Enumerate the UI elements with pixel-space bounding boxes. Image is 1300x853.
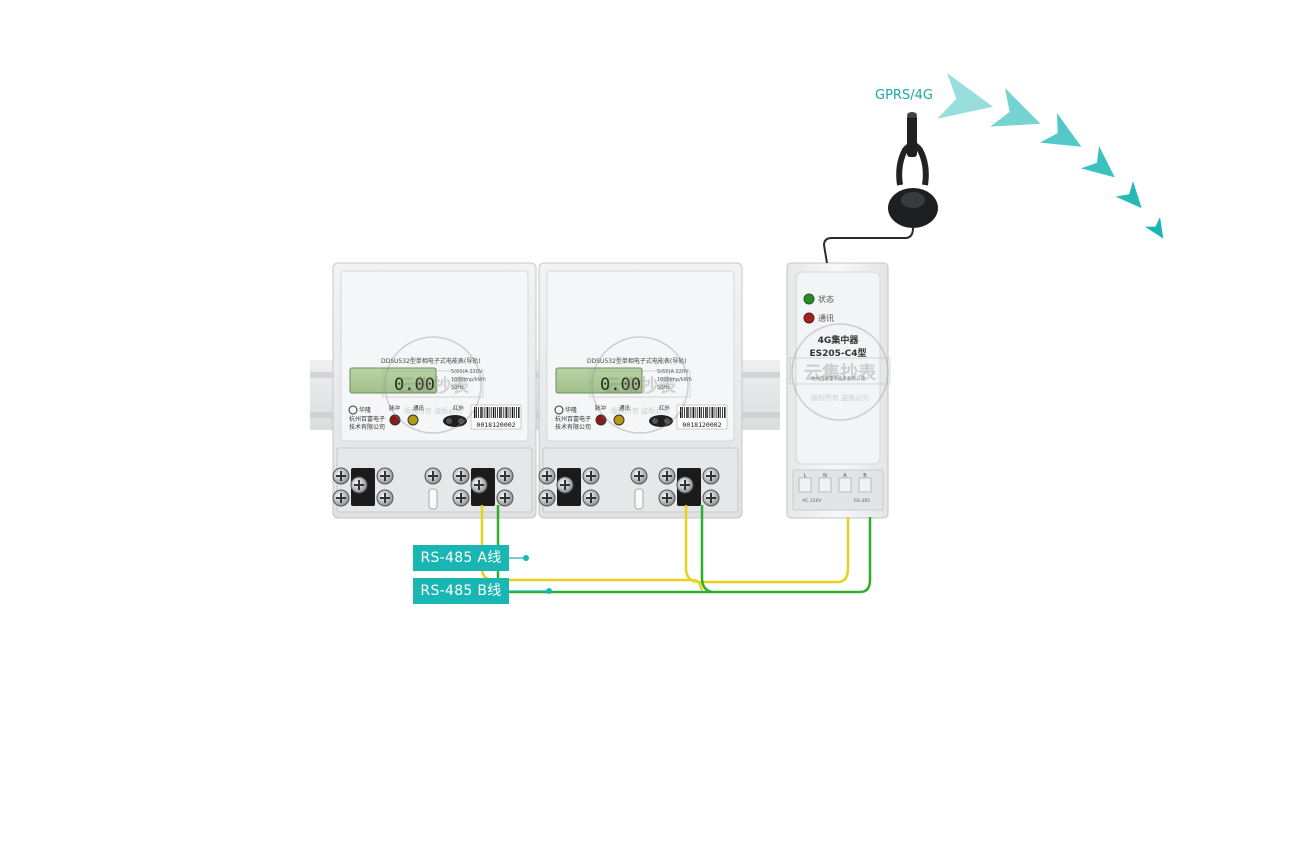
meter-barcode (470, 404, 522, 430)
meter-comm-label: 通讯 (413, 404, 425, 412)
meter-serial: 0018120002 (476, 421, 515, 429)
signal-arrow-icon (1144, 217, 1164, 239)
antenna (822, 112, 938, 264)
meter-model-label: DDSU532型单相电子式电能表(导轨) (587, 357, 687, 365)
meter-1: DDSU532型单相电子式电能表(导轨) 0.00 5(60)A 220V 1000i… (332, 262, 537, 519)
terminal-L-label: L (804, 473, 807, 479)
terminal-B (858, 477, 872, 493)
terminal-A-label: A (843, 473, 847, 479)
terminal-N (818, 477, 832, 493)
comm-led (407, 414, 419, 426)
meter-spec-current: 5(60)A 220V (451, 369, 483, 375)
watermark-main-text: 云集抄表 (397, 375, 470, 397)
meter-company-line2: 技术有限公司 (349, 423, 385, 431)
meter-reading: 0.00 (600, 375, 641, 395)
meter-model-label: DDSU532型单相电子式电能表(导轨) (381, 357, 481, 365)
wire-a-main (684, 505, 850, 584)
comm-led (803, 312, 815, 324)
terminal-rs485-label: RS-485 (854, 498, 870, 504)
meter-lcd (555, 367, 643, 394)
wire-a-marker (523, 555, 529, 561)
meter-brand: 华隆 (565, 406, 577, 414)
meter-spec-frequency: 50Hz (451, 385, 464, 391)
meter-serial: 0018120002 (682, 421, 721, 429)
signal-arrow-icon (990, 88, 1041, 127)
meter-company-line2: 技术有限公司 (555, 423, 591, 431)
meter-company-line1: 杭州百富电子 (555, 415, 591, 423)
meter-pulse-label: 脉冲 (595, 404, 607, 412)
signal-arrow-icon (937, 73, 993, 119)
terminal-L (798, 477, 812, 493)
rs485-b-label: RS-485 B线 (413, 578, 509, 604)
signal-arrow-icon (1115, 181, 1142, 209)
pulse-led (389, 414, 401, 426)
watermark-sub-text: 版权所有 盗版必究 (611, 406, 669, 415)
wire-b-meter2 (700, 505, 713, 594)
terminal-N-label: N (823, 473, 827, 479)
meter-barcode (676, 404, 728, 430)
brand-logo-icon (554, 405, 564, 415)
comm-led (613, 414, 625, 426)
concentrator-model: ES205-C4型 (809, 347, 866, 359)
status-led-label: 状态 (818, 294, 834, 304)
comm-led-label: 通讯 (818, 313, 834, 323)
rs485-a-label: RS-485 A线 (413, 545, 509, 571)
meter-spec-constant: 1000imp/kWh (451, 377, 486, 383)
meter-company-line1: 杭州百富电子 (349, 415, 385, 423)
meters-layer: DDSU532型单相电子式电能表(导轨) 0.00 5(60)A 220V 1000i… (332, 262, 743, 519)
watermark-sub-text: 版权所有 盗版必究 (811, 393, 869, 402)
watermark-main-text: 云集抄表 (604, 375, 677, 397)
meter-comm-label: 通讯 (619, 404, 631, 412)
terminal-ac-label: AC 220V (802, 498, 822, 504)
signal-arrow-icon (1080, 146, 1115, 178)
concentrator-company: 杭州百富电子技术有限公司 (811, 375, 865, 382)
meter-pulse-label: 脉冲 (389, 404, 401, 412)
concentrator-title: 4G集中器 (818, 334, 860, 346)
meter-spec-frequency: 50Hz (657, 385, 670, 391)
meter-ir-label: 红外 (659, 404, 671, 412)
signal-arrows (937, 73, 1164, 239)
signal-arrow-icon (1039, 113, 1082, 147)
meter-spec-current: 5(60)A 220V (657, 369, 689, 375)
wire-b-marker (546, 588, 552, 594)
meter-terminal-block (332, 447, 533, 513)
meter-2: DDSU532型单相电子式电能表(导轨) 0.00 5(60)A 220V 1000i… (538, 262, 743, 519)
brand-logo-icon (348, 405, 358, 415)
watermark-main-text: 云集抄表 (804, 362, 877, 384)
meter-ir-label: 红外 (453, 404, 465, 412)
meter-spec-constant: 1000imp/kWh (657, 377, 692, 383)
meter-reading: 0.00 (394, 375, 435, 395)
pulse-led (595, 414, 607, 426)
watermark-sub-text: 版权所有 盗版必究 (404, 406, 462, 415)
status-led (803, 293, 815, 305)
terminal-A (838, 477, 852, 493)
meter-brand: 华隆 (359, 406, 371, 414)
meter-lcd (349, 367, 437, 394)
terminal-B-label: B (863, 473, 867, 479)
meter-terminal-block (538, 447, 739, 513)
gprs-4g-label: GPRS/4G (875, 88, 933, 103)
